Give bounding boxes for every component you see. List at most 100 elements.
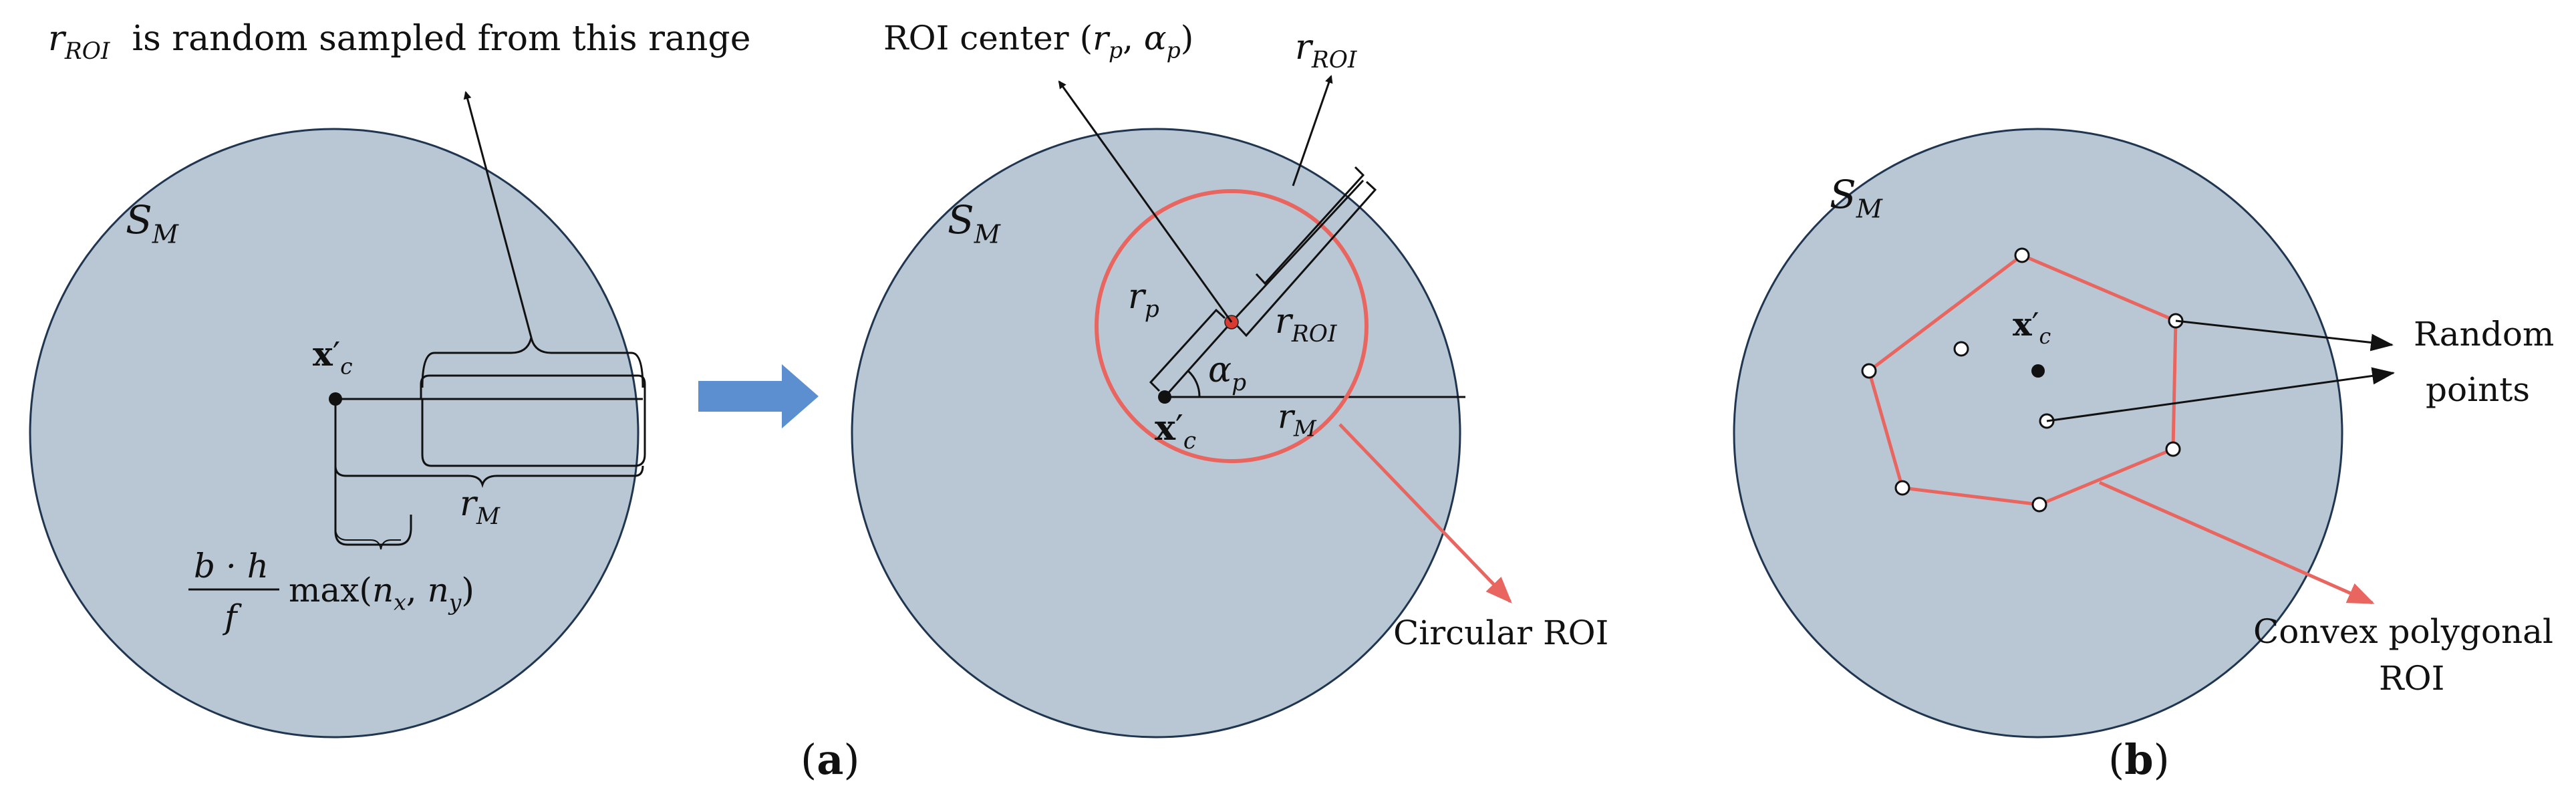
rroi-top-label: rROI: [1295, 30, 1356, 72]
roi-center-text: ROI center: [883, 19, 1080, 57]
center-label-left: x′c: [313, 338, 353, 378]
rroi-line: [1230, 179, 1365, 323]
disk-label-right: SM: [1830, 175, 1882, 223]
panel-a-right: [851, 75, 1512, 738]
rm-label-left-sub: M: [476, 503, 500, 531]
rm-label-middle: rM: [1278, 400, 1316, 440]
roi-center-alpha-sub: p: [1166, 37, 1181, 63]
panel-a-close: ): [843, 735, 860, 784]
center-point-middle: [1158, 390, 1171, 404]
random-points-arrow-upper: [2175, 319, 2394, 352]
panel-a-left: [29, 91, 646, 738]
disk-label-left-sub: M: [152, 219, 178, 250]
circular-roi: [1095, 189, 1369, 463]
rm-middle-sub: M: [1293, 415, 1316, 442]
rm-label-left: rM: [460, 487, 500, 528]
roi-center-sep: ,: [1123, 19, 1144, 57]
disk-label-left-symbol: S: [126, 197, 152, 243]
alpha-symbol: α: [1208, 350, 1232, 390]
rp-sub: p: [1144, 296, 1159, 323]
transition-arrow: [698, 364, 819, 428]
center-label-left-x: x: [313, 334, 333, 374]
center-label-middle: x′c: [1155, 408, 1197, 455]
range-bracket-box: [420, 374, 646, 467]
panel-label-b: (b): [2108, 735, 2170, 784]
roi-center-rp-sub: p: [1108, 37, 1123, 63]
offset-brace: [335, 527, 401, 550]
disk-label-left: SM: [126, 200, 178, 248]
range-arrow: [463, 91, 533, 338]
rroi-mid-label: rROI: [1275, 304, 1336, 346]
range-annotation: rROI is random sampled from this range: [48, 21, 750, 63]
range-annotation-text: is random sampled from this range: [132, 19, 751, 59]
rp-line: [1163, 321, 1233, 398]
formula-numerator: b · h: [194, 549, 269, 583]
formula-ny: n: [427, 571, 449, 610]
vertex-point: [1894, 480, 1910, 496]
polygon-roi-arrow: [2098, 481, 2375, 605]
polygon-roi-label-2: ROI: [2379, 662, 2444, 695]
vertex-point: [2031, 497, 2047, 513]
formula-close: ): [461, 571, 474, 610]
rm-middle-symbol: r: [1278, 397, 1294, 436]
panel-a-letter: a: [817, 735, 844, 784]
polygon-roi-line1: Convex polygonal: [2253, 612, 2553, 651]
center-label-middle-x: x: [1155, 408, 1176, 448]
center-label-right-sub: c: [2039, 325, 2051, 350]
formula-open: (: [359, 571, 372, 610]
roi-center-label: ROI center (rp, αp): [883, 21, 1193, 61]
rroi-top-sub: ROI: [1311, 47, 1357, 74]
formula-ny-sub: y: [448, 589, 462, 616]
random-points-line1: Random: [2414, 315, 2555, 354]
center-label-right-prime: ′: [2031, 306, 2039, 344]
vertex-point: [2165, 441, 2181, 457]
rp-bracket: [1149, 308, 1226, 392]
roi-center-alpha: α: [1143, 19, 1167, 57]
interior-point: [1953, 341, 1969, 357]
panel-b-open: (: [2108, 735, 2125, 784]
formula-sep: ,: [406, 571, 428, 610]
vertex-point: [1861, 363, 1877, 379]
random-points-arrow-lower: [2046, 367, 2395, 422]
range-annotation-symbol: r: [48, 19, 65, 59]
rroi-mid-symbol: r: [1275, 301, 1292, 342]
roi-center-arrow: [1058, 80, 1233, 323]
offset-bracket: [334, 399, 412, 546]
rroi-arrow: [1292, 75, 1333, 186]
disk-label-middle-sub: M: [974, 219, 1000, 250]
center-point-right: [2031, 364, 2045, 378]
alpha-label: αp: [1208, 353, 1246, 394]
roi-center-rp: r: [1093, 19, 1109, 57]
panel-b-letter: b: [2124, 735, 2154, 784]
formula-denominator-text: f: [225, 597, 237, 636]
polygon-roi-label-1: Convex polygonal: [2253, 615, 2553, 648]
range-annotation-sub: ROI: [64, 38, 110, 65]
panel-b-close: ): [2153, 735, 2170, 784]
rm-label-left-symbol: r: [460, 484, 476, 524]
random-points-label-2: points: [2426, 373, 2530, 406]
polygon-roi-line2: ROI: [2379, 659, 2445, 698]
panel-a-open: (: [801, 735, 817, 784]
formula-max-text: max: [289, 571, 360, 610]
measurement-disk-left: [29, 128, 639, 738]
rp-symbol: r: [1128, 277, 1145, 317]
circular-roi-arrow: [1338, 423, 1512, 603]
measurement-disk-middle: [851, 128, 1461, 738]
formula-nx: n: [372, 571, 394, 610]
disk-label-right-symbol: S: [1830, 172, 1856, 217]
center-label-left-sub: c: [340, 353, 353, 380]
center-label-middle-prime: ′: [1175, 408, 1183, 448]
roi-center-open: (: [1079, 19, 1093, 57]
center-label-right: x′c: [2013, 309, 2051, 348]
formula-numerator-text: b · h: [194, 547, 269, 585]
rroi-top-symbol: r: [1295, 27, 1312, 68]
center-label-right-x: x: [2013, 306, 2032, 344]
center-label-left-prime: ′: [332, 335, 341, 374]
random-points-line2: points: [2426, 370, 2531, 409]
formula-denominator: f: [225, 600, 237, 634]
alpha-arc: [1187, 370, 1201, 398]
rm-brace: [334, 462, 644, 489]
rroi-mid-sub: ROI: [1291, 321, 1337, 348]
vertex-point: [2014, 247, 2030, 263]
center-label-middle-sub: c: [1183, 428, 1197, 455]
